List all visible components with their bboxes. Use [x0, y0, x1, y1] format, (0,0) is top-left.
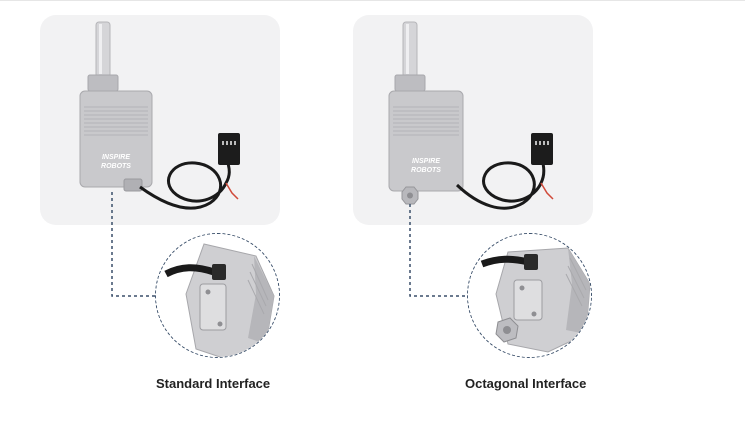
caption-octagonal-interface: Octagonal Interface	[465, 376, 587, 391]
top-divider	[0, 0, 745, 1]
callout-line-standard	[111, 192, 160, 297]
brand-line-1: INSPIRE	[412, 158, 440, 165]
brand-line-1: INSPIRE	[102, 154, 130, 161]
zoom-detail-octagonal	[467, 233, 592, 358]
brand-line-2: ROBOTS	[101, 163, 131, 170]
brand-line-2: ROBOTS	[411, 167, 441, 174]
product-card-octagonal: INSPIRE ROBOTS	[353, 15, 593, 225]
standard-interface-closeup	[156, 234, 279, 357]
octagonal-interface-closeup	[468, 234, 591, 357]
product-card-standard: INSPIRE ROBOTS	[40, 15, 280, 225]
actuator-octagonal-image: INSPIRE ROBOTS	[388, 21, 554, 210]
actuator-standard-image: INSPIRE ROBOTS	[79, 21, 240, 210]
zoom-detail-standard	[155, 233, 280, 358]
callout-line-octagonal	[409, 204, 470, 297]
caption-standard-interface: Standard Interface	[156, 376, 271, 391]
